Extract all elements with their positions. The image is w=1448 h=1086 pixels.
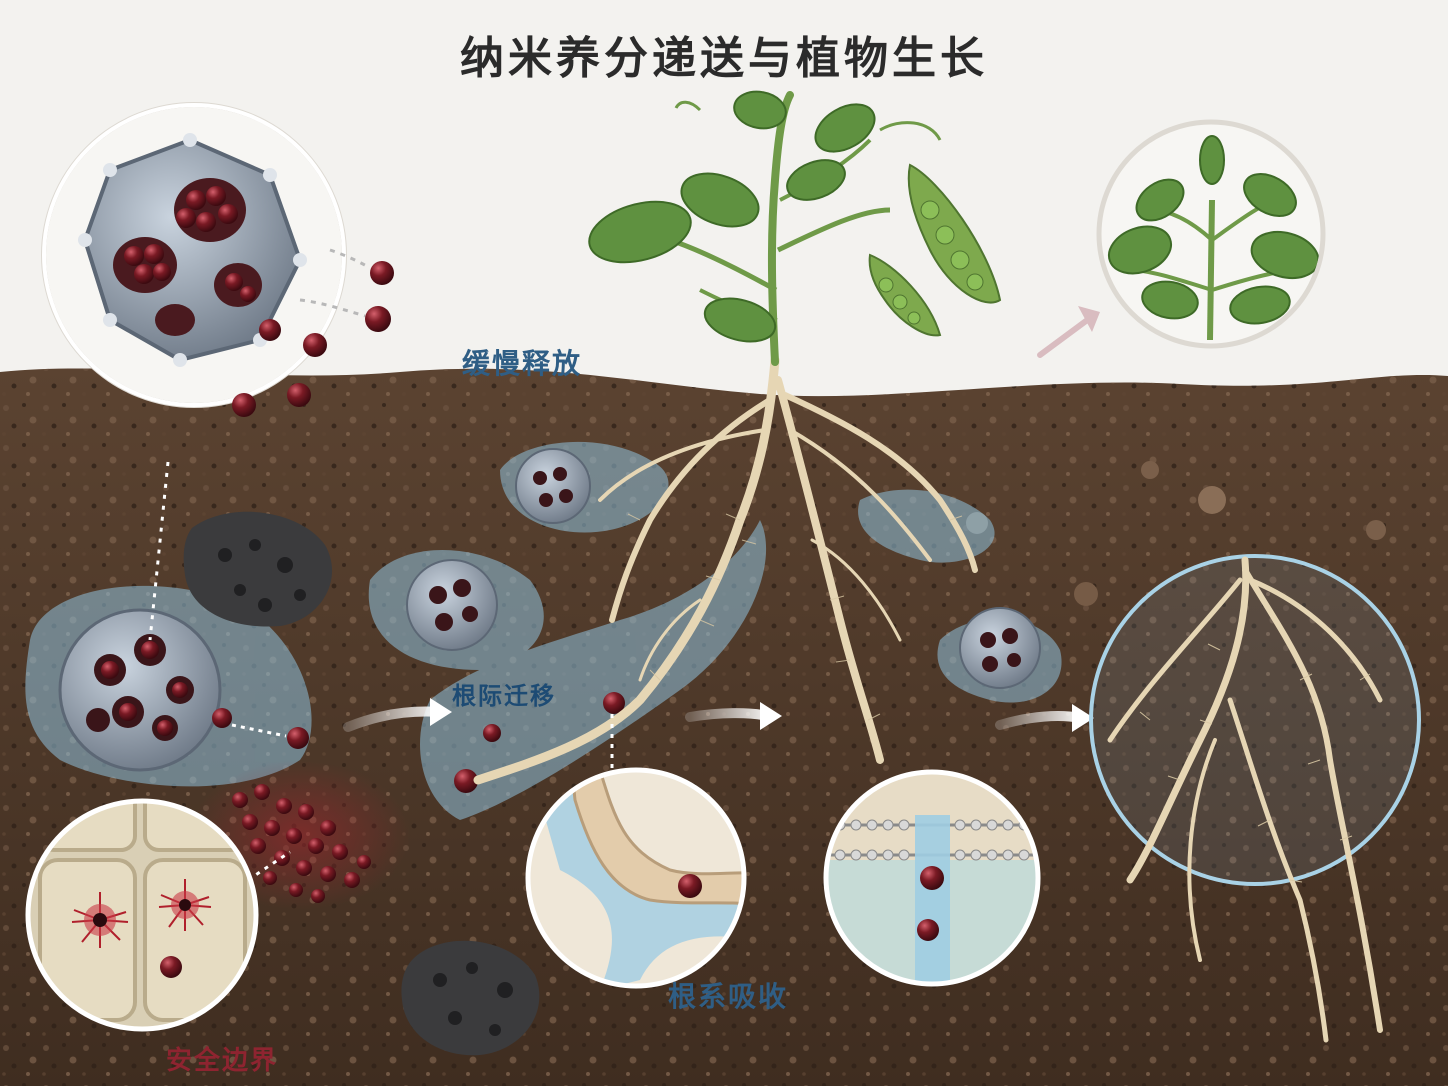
migrating-particles [454,692,625,793]
pea-pods [868,163,1002,337]
root-uptake-label: 根系吸收 [668,980,789,1013]
root-surface-magnifier [525,714,747,989]
main-root-system [473,355,978,785]
safety-magnifier [25,798,291,1032]
diagram-title: 纳米养分递送与植物生长 [460,33,988,84]
flow-arrows [343,306,1100,732]
nanocage-large [58,608,309,772]
rhizosphere-migration-label: 根际迁移 [452,682,556,710]
membrane-magnifier [823,769,1041,987]
biochar-particle-upper [183,511,333,627]
root-hairs [627,513,963,721]
pea-plant [588,90,942,366]
slow-release-label: 缓慢释放 [462,347,583,380]
biochar-particle-lower [401,940,540,1056]
safety-boundary-label: 安全边界 [166,1046,279,1076]
healthy-root-zone [1089,554,1421,1043]
soil-layer [0,368,1448,1086]
growth-magnifier [1096,119,1326,349]
nanocage-middle [406,559,498,651]
nanocage-right [959,607,1041,689]
nanocage-upper [515,448,591,524]
release-magnifier [41,102,394,641]
